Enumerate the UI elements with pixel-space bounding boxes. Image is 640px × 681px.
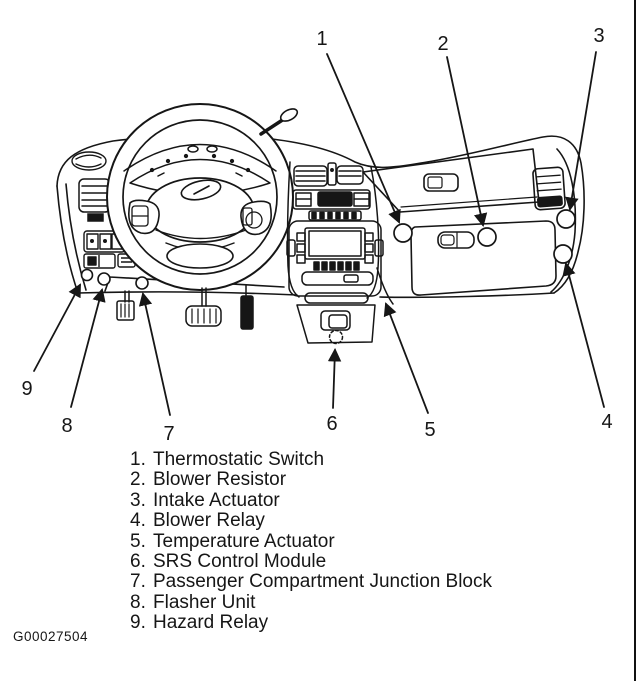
legend-item-8: 8. Flasher Unit xyxy=(130,591,492,613)
legend-item-label: Thermostatic Switch xyxy=(153,449,325,470)
callout-6-leader xyxy=(327,347,342,409)
nav-screen xyxy=(304,227,366,260)
legend-item-number: 9. xyxy=(130,612,146,634)
left-side-vent xyxy=(78,178,111,222)
legend: 1. Thermostatic Switch 2. Blower Resisto… xyxy=(130,449,492,634)
callout-2-leader xyxy=(446,56,488,227)
callout-7: 7 xyxy=(135,276,175,445)
legend-item-3: 3. Intake Actuator xyxy=(130,489,492,511)
callout-8-number: 8 xyxy=(61,415,72,437)
right-spoke xyxy=(240,200,272,236)
callout-9: 9 xyxy=(21,268,94,400)
nav-radio-unit xyxy=(286,220,384,297)
callout-2-target xyxy=(477,227,497,247)
callout-3-number: 3 xyxy=(593,25,604,47)
legend-item-number: 2. xyxy=(130,469,146,491)
callout-5: 5 xyxy=(383,302,436,441)
tweeter-vent xyxy=(71,151,107,171)
hvac-control-panel xyxy=(292,189,371,221)
legend-item-number: 5. xyxy=(130,530,146,552)
callout-9-number: 9 xyxy=(21,378,32,400)
callout-4-leader xyxy=(562,262,605,408)
legend-item-4: 4. Blower Relay xyxy=(130,510,492,532)
callout-6-number: 6 xyxy=(326,413,337,435)
upper-storage-panel xyxy=(362,148,540,213)
callout-3-leader xyxy=(565,51,597,211)
callout-3: 3 xyxy=(556,25,605,229)
kick-panel xyxy=(296,304,376,344)
right-end-vent xyxy=(532,166,566,211)
glove-box-handle xyxy=(437,231,475,249)
column-stalk xyxy=(259,108,299,136)
legend-item-label: Hazard Relay xyxy=(153,612,269,634)
legend-item-label: Passenger Compartment Junction Block xyxy=(153,571,492,593)
legend-item-number: 6. xyxy=(130,551,146,573)
center-stack xyxy=(286,161,394,305)
callout-8-leader xyxy=(70,288,106,408)
callout-2: 2 xyxy=(437,33,497,247)
passenger-side xyxy=(362,148,566,296)
callout-2-number: 2 xyxy=(437,33,448,55)
callout-5-number: 5 xyxy=(424,419,435,441)
pedal-right xyxy=(240,295,254,330)
legend-item-number: 8. xyxy=(130,591,146,613)
center-vents xyxy=(293,162,364,187)
pedal-middle xyxy=(185,305,222,327)
callout-7-number: 7 xyxy=(163,423,174,445)
brand-logo-icon xyxy=(180,179,222,201)
callout-4-number: 4 xyxy=(601,411,612,433)
callout-4: 4 xyxy=(553,244,613,433)
legend-item-number: 1. xyxy=(130,449,146,470)
legend-item-label: Flasher Unit xyxy=(153,591,256,613)
callout-9-leader xyxy=(33,283,81,372)
legend-item-9: 9. Hazard Relay xyxy=(130,612,492,634)
srs-control-module-box xyxy=(320,310,351,331)
callout-7-target xyxy=(135,276,149,290)
legend-item-label: Temperature Actuator xyxy=(153,530,335,552)
callout-8-target xyxy=(97,272,111,286)
legend-item-7: 7. Passenger Compartment Junction Block xyxy=(130,571,492,593)
legend-item-number: 4. xyxy=(130,510,146,532)
page-edge-line xyxy=(634,0,636,681)
pedals xyxy=(116,284,254,330)
legend-item-5: 5. Temperature Actuator xyxy=(130,530,492,552)
legend-item-number: 7. xyxy=(130,571,146,593)
callout-6-target xyxy=(328,329,344,345)
callout-1-target xyxy=(393,223,413,243)
steering-wheel xyxy=(106,103,299,291)
callout-4-target xyxy=(553,244,573,264)
callout-9-target xyxy=(80,268,94,282)
console-tray xyxy=(301,271,374,286)
legend-item-label: Blower Relay xyxy=(153,510,265,532)
left-spoke xyxy=(128,199,160,235)
legend-item-label: Intake Actuator xyxy=(153,489,280,511)
console-chin xyxy=(304,292,369,304)
callout-1-leader xyxy=(326,53,401,224)
figure-id: G00027504 xyxy=(13,629,89,644)
callout-3-target xyxy=(556,209,576,229)
legend-item-2: 2. Blower Resistor xyxy=(130,469,492,491)
legend-item-6: 6. SRS Control Module xyxy=(130,551,492,573)
callout-1-number: 1 xyxy=(316,28,327,50)
pedal-left xyxy=(116,300,135,321)
callout-6: 6 xyxy=(326,329,344,435)
callout-5-leader xyxy=(383,302,429,414)
callout-7-leader xyxy=(138,292,171,416)
callout-1: 1 xyxy=(316,28,413,243)
legend-item-label: SRS Control Module xyxy=(153,551,327,573)
legend-item-label: Blower Resistor xyxy=(153,469,287,491)
callout-8: 8 xyxy=(61,272,111,437)
legend-item-1: 1. Thermostatic Switch xyxy=(130,449,492,470)
legend-item-number: 3. xyxy=(130,489,146,511)
